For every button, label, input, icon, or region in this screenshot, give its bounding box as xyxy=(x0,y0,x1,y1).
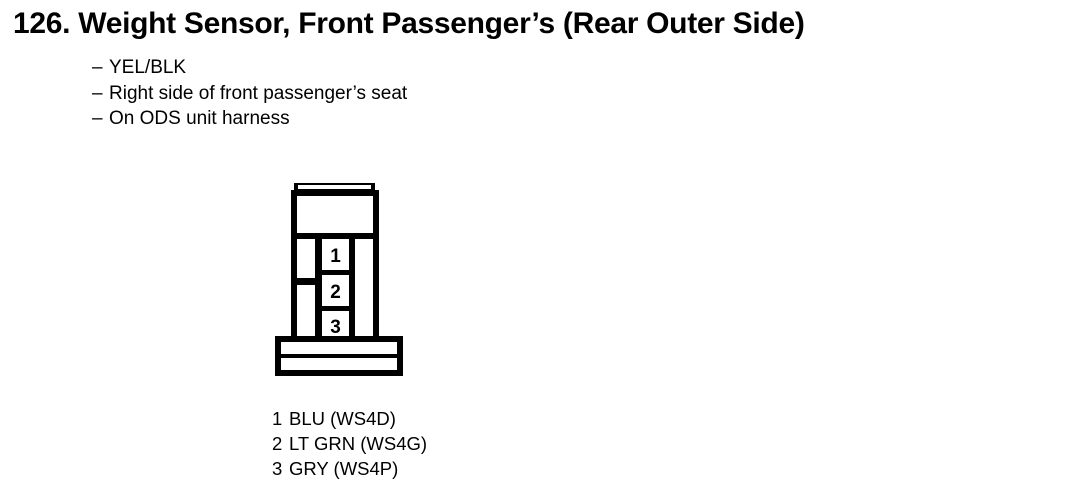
legend-row: 2 LT GRN (WS4G) xyxy=(272,431,427,456)
list-item: –On ODS unit harness xyxy=(92,106,407,132)
connector-left-channel-upper xyxy=(297,239,315,278)
list-item: –Right side of front passenger’s seat xyxy=(92,81,407,107)
connector-cavity-2-label: 2 xyxy=(330,282,341,303)
connector-cavity-3 xyxy=(322,311,349,338)
connector-cavity-3-label: 3 xyxy=(330,317,341,338)
connector-left-channel-lower xyxy=(297,285,315,338)
legend-pin-circuit: BLU (WS4D) xyxy=(289,408,396,429)
list-item-label: Right side of front passenger’s seat xyxy=(109,82,408,104)
dash-icon: – xyxy=(92,108,103,129)
list-item-label: On ODS unit harness xyxy=(109,108,290,129)
pin-legend: 1 BLU (WS4D) 2 LT GRN (WS4G) 3 GRY (WS4P) xyxy=(272,406,427,481)
connector-cavity-1-label: 1 xyxy=(330,246,341,267)
connector-details-list: –YEL/BLK –Right side of front passenger’… xyxy=(92,55,407,132)
connector-upper-body-inner xyxy=(297,196,373,233)
list-item: –YEL/BLK xyxy=(92,55,407,81)
connector-diagram: 1 2 3 xyxy=(265,175,415,385)
connector-cavity-1 xyxy=(322,239,349,270)
connector-base-slot-upper xyxy=(281,342,397,354)
list-item-label: YEL/BLK xyxy=(109,57,187,78)
connector-latch-slot xyxy=(298,185,371,189)
legend-row: 1 BLU (WS4D) xyxy=(272,406,427,431)
dash-icon: – xyxy=(92,57,103,78)
connector-right-channel xyxy=(355,239,373,338)
connector-base-slot-lower xyxy=(281,358,397,370)
legend-pin-number: 1 xyxy=(272,408,283,429)
legend-pin-number: 2 xyxy=(272,433,283,454)
legend-pin-number: 3 xyxy=(272,458,283,479)
page-title: 126. Weight Sensor, Front Passenger’s (R… xyxy=(13,7,805,40)
dash-icon: – xyxy=(92,82,103,104)
legend-pin-circuit: LT GRN (WS4G) xyxy=(289,433,428,454)
legend-row: 3 GRY (WS4P) xyxy=(272,456,427,481)
connector-cavity-2 xyxy=(322,275,349,306)
connector-svg: 1 2 3 xyxy=(275,183,403,376)
legend-pin-circuit: GRY (WS4P) xyxy=(289,458,399,479)
